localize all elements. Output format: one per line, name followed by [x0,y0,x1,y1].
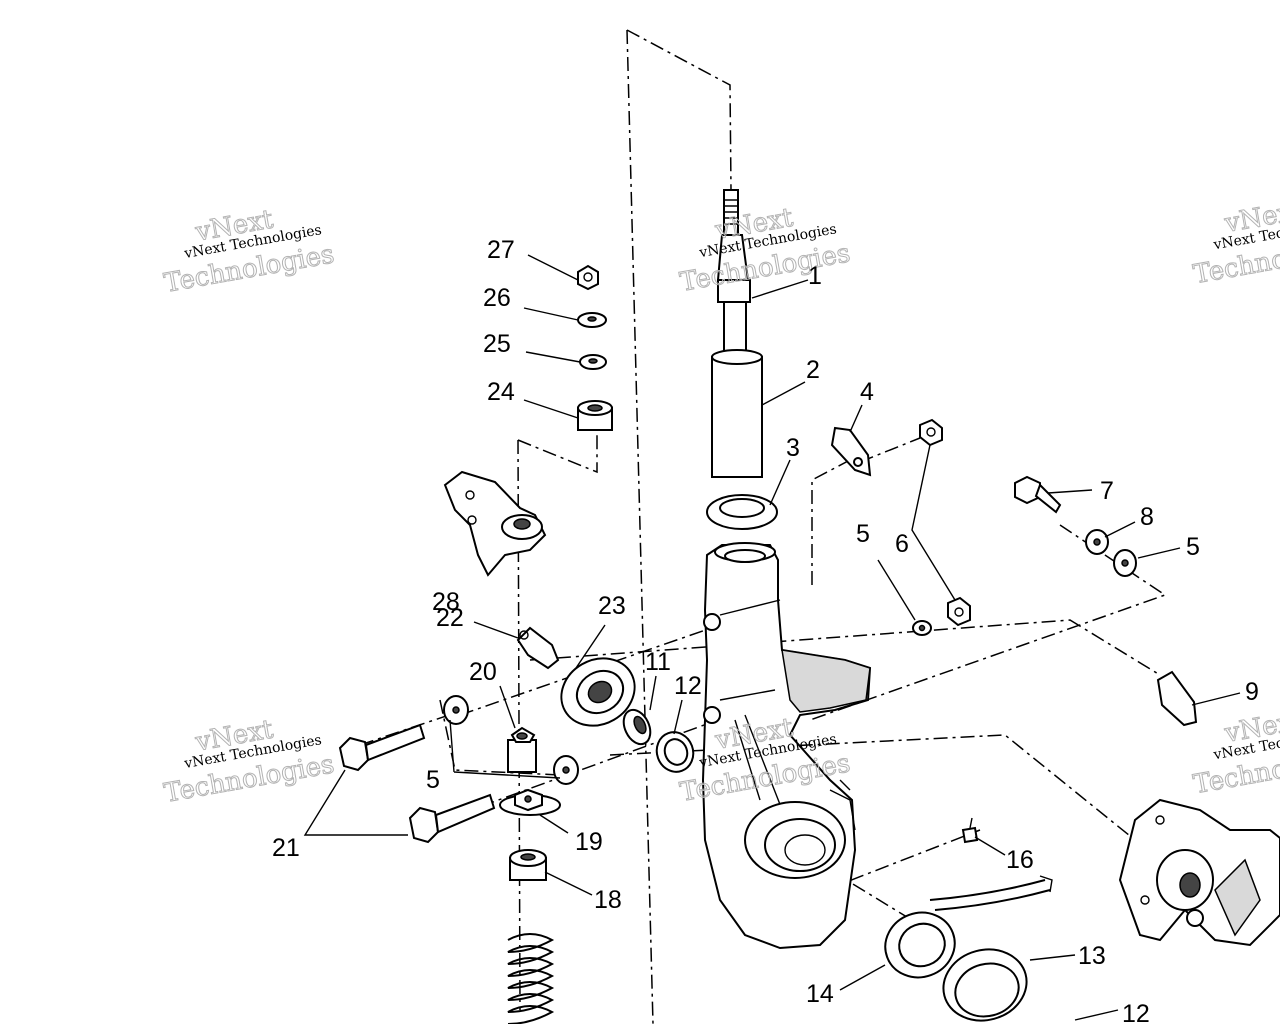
bearing-race-12 [655,731,695,773]
callout-27: 27 [487,236,515,264]
callout-26: 26 [483,284,511,312]
pin-22 [516,626,560,670]
callout-19: 19 [575,828,603,856]
callout-6: 6 [895,530,909,558]
bracket-clip [830,426,872,477]
watermark-mid-right: vNext vNext Technologies Technologies [1191,705,1280,800]
callout-5-mid: 5 [856,520,870,548]
bushing-18 [509,849,547,881]
bolt-21-upper [338,723,426,772]
steering-knuckle [701,542,872,950]
upper-mount-bracket [443,470,547,577]
bearing-cone-11 [622,708,652,746]
watermark-top-center: vNext vNext Technologies Technologies [677,202,853,298]
callout-16: 16 [1006,846,1034,874]
bushing-24 [577,400,613,431]
washer-5-right [1113,549,1137,577]
sleeve [711,349,763,478]
seal-ring-14 [884,911,956,979]
callout-18: 18 [594,886,622,914]
callout-25: 25 [483,330,511,358]
callout-23: 23 [598,592,626,620]
castle-nut-20 [507,726,537,773]
brake-pad-9 [1156,670,1198,727]
callout-1: 1 [808,262,822,290]
flange-nut-19 [499,788,561,816]
callout-14: 14 [806,980,834,1008]
callout-20: 20 [469,658,497,686]
callout-24: 24 [487,378,515,406]
callout-21: 21 [272,834,300,862]
callout-12-upper: 12 [674,672,702,700]
brake-lines [929,875,1053,911]
washer-5-mid [912,620,932,636]
coil-spring [507,933,555,1024]
callout-5-right: 5 [1186,533,1200,561]
callout-11: 11 [645,648,671,676]
callout-labels: 1 2 3 4 5 6 7 8 5 9 11 12 23 28 22 20 5 … [272,236,1259,1024]
washer-26 [577,312,607,328]
bolt-21-lower [408,793,496,844]
hex-bolt-7 [1014,475,1062,514]
watermark-mid-left: vNext vNext Technologies Technologies [161,714,337,809]
hex-nut-lower [947,596,971,627]
thrust-washer [706,494,778,530]
watermark-top-left: vNext vNext Technologies Technologies [161,204,337,299]
callout-8: 8 [1140,503,1154,531]
callout-13: 13 [1078,942,1106,970]
callout-12-lower: 12 [1122,1000,1150,1024]
callout-28: 28 [432,588,460,616]
washer-25 [579,354,607,370]
callout-22: 22 [436,604,464,632]
callout-3: 3 [786,434,800,462]
lock-nut-27 [577,264,599,291]
callout-7: 7 [1100,477,1114,505]
watermark-top-right: vNext vNext Technologies Technologies [1191,195,1280,290]
callout-4: 4 [860,378,874,406]
bleeder-fitting-16 [961,817,979,844]
brake-caliper [1118,798,1280,947]
callout-2: 2 [806,356,820,384]
hex-nut-upper [919,418,943,447]
washer-8 [1085,529,1109,555]
washer-5-upper-left [443,695,469,725]
leader-lines [303,254,1241,1021]
washer-5-lower-left [553,755,579,785]
callout-9: 9 [1245,678,1259,706]
bearing-cup-13 [942,948,1028,1022]
spindle-stud [716,189,751,358]
callout-5-left: 5 [426,766,440,794]
oil-seal-23 [560,657,636,727]
